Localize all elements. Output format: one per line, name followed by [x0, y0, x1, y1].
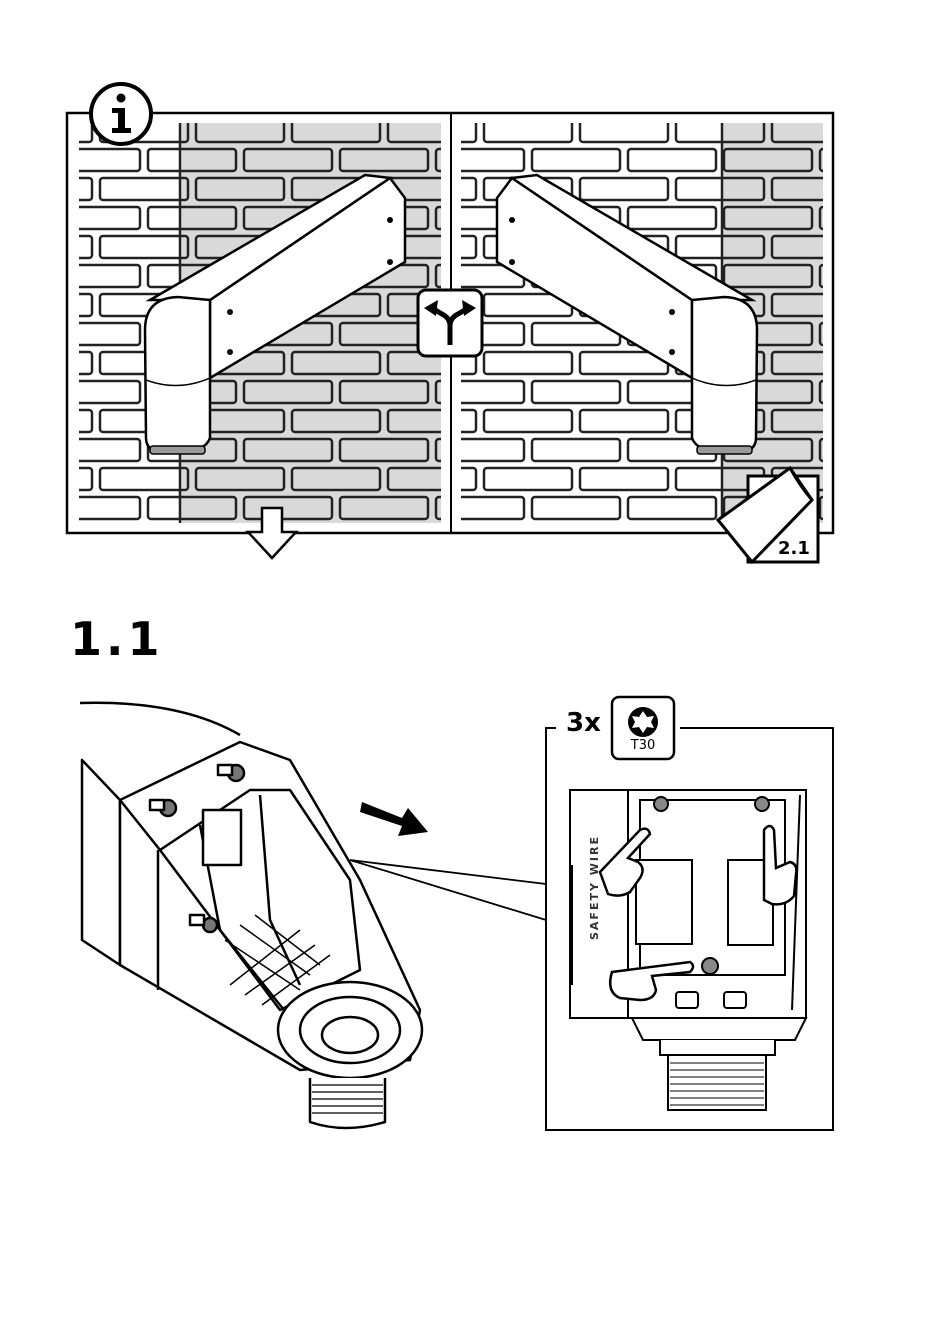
quantity-label: 3x: [566, 708, 601, 738]
right-mount-scene: [461, 123, 823, 523]
wall-mount-options-panel: [0, 0, 933, 600]
arrow-icon: [360, 802, 428, 836]
fork-arrows-icon: [418, 290, 482, 356]
left-mount-scene: [79, 87, 441, 600]
step-number: 1.1: [70, 612, 164, 666]
tool-label: T30: [612, 738, 674, 753]
mount-label: SAFETY WIRE: [588, 835, 601, 940]
detail-callout-box: SAFETY WIRE: [546, 697, 833, 1130]
bracket-drawing: [80, 703, 422, 1128]
page-reference: 2.1: [778, 538, 810, 559]
info-icon: [91, 84, 151, 144]
bracket-illustration: SAFETY WIRE: [0, 680, 933, 1160]
